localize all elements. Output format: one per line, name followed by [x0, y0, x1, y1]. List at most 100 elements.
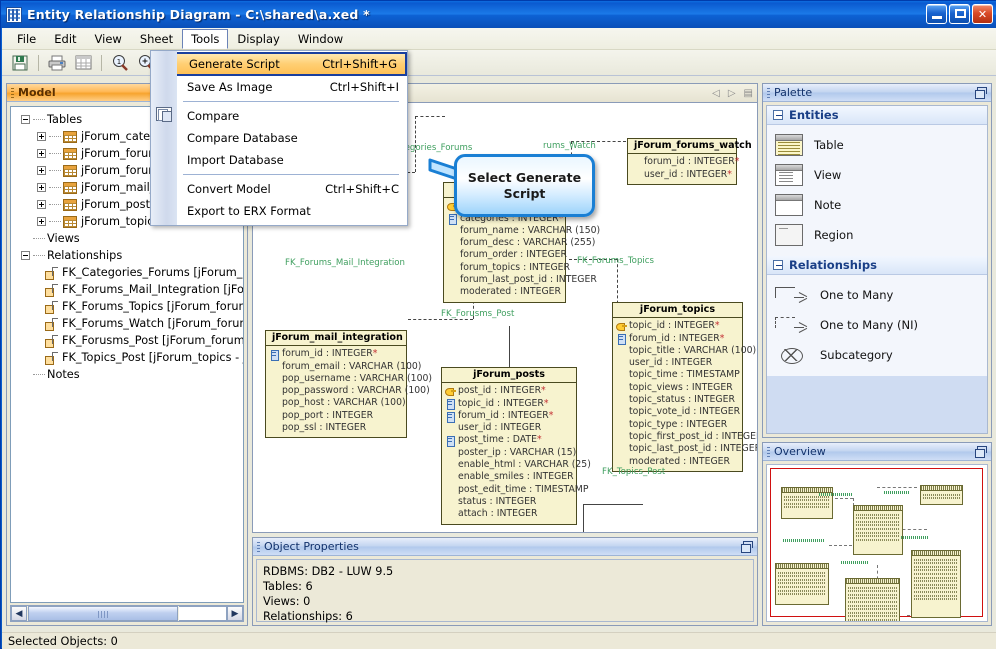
close-button[interactable]: ✕ [972, 4, 993, 24]
expand-icon[interactable] [37, 149, 46, 158]
expand-icon[interactable] [37, 217, 46, 226]
menu-tools[interactable]: Tools [182, 28, 229, 49]
attribute-row: pop_ssl : INTEGER [269, 422, 402, 434]
zoom-100-icon[interactable]: 1 [109, 52, 131, 73]
scroll-right-icon[interactable]: ▶ [227, 606, 243, 621]
menu-sheet[interactable]: Sheet [139, 31, 174, 46]
tree-node-table[interactable]: jForum_posts [15, 196, 243, 213]
connector [509, 326, 510, 384]
tree-label: Tables [47, 113, 83, 126]
palette-entities-items: Table View Note Region [767, 125, 987, 256]
palette-caption: Palette [763, 84, 991, 102]
tree-node-relationship[interactable]: FK_Topics_Post [jForum_topics - jF [15, 349, 243, 366]
tree-horizontal-scrollbar[interactable]: ◀ ▶ [10, 605, 244, 622]
palette-item-table[interactable]: Table [767, 130, 987, 160]
object-properties-panel: Object Properties RDBMS: DB2 - LUW 9.5 T… [252, 537, 758, 626]
menu-item-compare-database[interactable]: Compare Database [177, 127, 407, 149]
tree-node-relationship[interactable]: FK_Forums_Mail_Integration [jForu [15, 281, 243, 298]
menu-item-import-database[interactable]: Import Database [177, 149, 407, 171]
save-icon[interactable] [9, 52, 31, 73]
tree-node-relationship[interactable]: FK_Forusms_Post [jForum_forums [15, 332, 243, 349]
attribute-row: status : INTEGER [445, 496, 572, 508]
palette-item-label: Note [814, 198, 842, 212]
menu-item-convert-model[interactable]: Convert Model Ctrl+Shift+C [177, 178, 407, 200]
overview-entity [911, 550, 961, 618]
entity-jforum-mail-integration[interactable]: jForum_mail_integration forum_id : INTEG… [265, 330, 432, 439]
palette-group-relationships[interactable]: Relationships [767, 256, 987, 275]
restore-icon[interactable] [975, 446, 987, 458]
relationship-icon [45, 283, 58, 297]
overview-body[interactable] [766, 464, 988, 622]
expand-icon[interactable] [37, 183, 46, 192]
tab-next-icon[interactable]: ▷ [727, 87, 736, 99]
attribute-row: forum_last_post_id : INTEGER [447, 274, 597, 286]
menu-view[interactable]: View [94, 31, 122, 46]
tree-node-relationship[interactable]: FK_Categories_Forums [jForum_ca [15, 264, 243, 281]
attribute-row: topic_id : INTEGER* [616, 320, 738, 332]
menu-item-generate-script[interactable]: Generate Script Ctrl+Shift+G [151, 52, 407, 76]
menu-window[interactable]: Window [297, 31, 344, 46]
menu-file[interactable]: File [17, 31, 37, 46]
expand-icon[interactable] [37, 132, 46, 141]
entity-jforum-posts[interactable]: jForum_posts post_id : INTEGER* topic_id… [441, 367, 591, 525]
menu-item-shortcut: Ctrl+Shift+C [325, 182, 399, 196]
connector [569, 259, 617, 260]
menu-item-export-to-erx[interactable]: Export to ERX Format [177, 200, 407, 222]
relationship-icon [45, 334, 58, 348]
maximize-button[interactable] [949, 4, 970, 24]
tab-list-icon[interactable]: ▤ [743, 87, 753, 99]
restore-icon[interactable] [741, 541, 753, 553]
no-key-icon [445, 473, 456, 482]
panel-grip-icon [767, 446, 770, 457]
scroll-track[interactable] [179, 606, 227, 621]
palette-body: Entities Table View Note [766, 105, 988, 434]
palette-item-subcategory[interactable]: Subcategory [767, 340, 987, 370]
palette-item-note[interactable]: Note [767, 190, 987, 220]
tree-node-views[interactable]: Views [15, 230, 243, 247]
palette-item-one-to-many[interactable]: One to Many [767, 280, 987, 310]
palette-group-entities[interactable]: Entities [767, 106, 987, 125]
grid-icon[interactable] [72, 52, 94, 73]
scroll-left-icon[interactable]: ◀ [11, 606, 27, 621]
expand-icon[interactable] [37, 166, 46, 175]
collapse-icon[interactable] [21, 251, 30, 260]
menu-edit[interactable]: Edit [54, 31, 77, 46]
attribute-row: forum_id : INTEGER* [631, 156, 739, 168]
collapse-icon[interactable] [773, 260, 783, 270]
menu-item-label: Import Database [187, 153, 284, 167]
attribute-row: enable_html : VARCHAR (25) [445, 459, 591, 471]
callout-tooltip: Select Generate Script [454, 154, 595, 217]
expand-icon[interactable] [37, 200, 46, 209]
tree-node-notes[interactable]: Notes [15, 366, 243, 383]
tree-node-table[interactable]: jForum_forums [15, 145, 243, 162]
minimize-button[interactable] [926, 4, 947, 24]
scroll-thumb[interactable] [28, 606, 178, 621]
tree-node-relationship[interactable]: FK_Forums_Topics [jForum_forums [15, 298, 243, 315]
attribute-row: pop_host : VARCHAR (100) [269, 397, 406, 409]
menu-item-shortcut: Ctrl+Shift+I [329, 80, 399, 94]
restore-icon[interactable] [975, 87, 987, 99]
svg-text:1: 1 [116, 58, 120, 66]
tree-node-tables[interactable]: Tables [15, 111, 243, 128]
required-marker: * [543, 397, 549, 409]
palette-item-view[interactable]: View [767, 160, 987, 190]
entity-jforum-topics[interactable]: jForum_topics topic_id : INTEGER* forum_… [612, 302, 757, 472]
tree-node-relationship[interactable]: FK_Forums_Watch [jForum_forums [15, 315, 243, 332]
entity-jforum-forums-watch[interactable]: jForum_forums_watch forum_id : INTEGER* … [627, 138, 752, 185]
collapse-icon[interactable] [773, 110, 783, 120]
no-key-icon [616, 420, 627, 429]
palette-item-one-to-many-ni[interactable]: One to Many (NI) [767, 310, 987, 340]
menu-display[interactable]: Display [237, 31, 280, 46]
tab-prev-icon[interactable]: ◁ [712, 87, 720, 99]
tree-node-relationships[interactable]: Relationships [15, 247, 243, 264]
menu-item-save-as-image[interactable]: Save As Image Ctrl+Shift+I [177, 76, 407, 98]
collapse-icon[interactable] [21, 115, 30, 124]
no-key-icon [616, 433, 627, 442]
tree-node-table[interactable]: jForum_topics [15, 213, 243, 230]
palette-item-region[interactable]: Region [767, 220, 987, 250]
foreign-key-icon [445, 411, 456, 423]
print-icon[interactable] [46, 52, 68, 73]
tools-dropdown-menu[interactable]: Generate Script Ctrl+Shift+G Save As Ima… [150, 50, 408, 226]
menu-gutter [151, 51, 177, 225]
menu-item-compare[interactable]: Compare [177, 105, 407, 127]
